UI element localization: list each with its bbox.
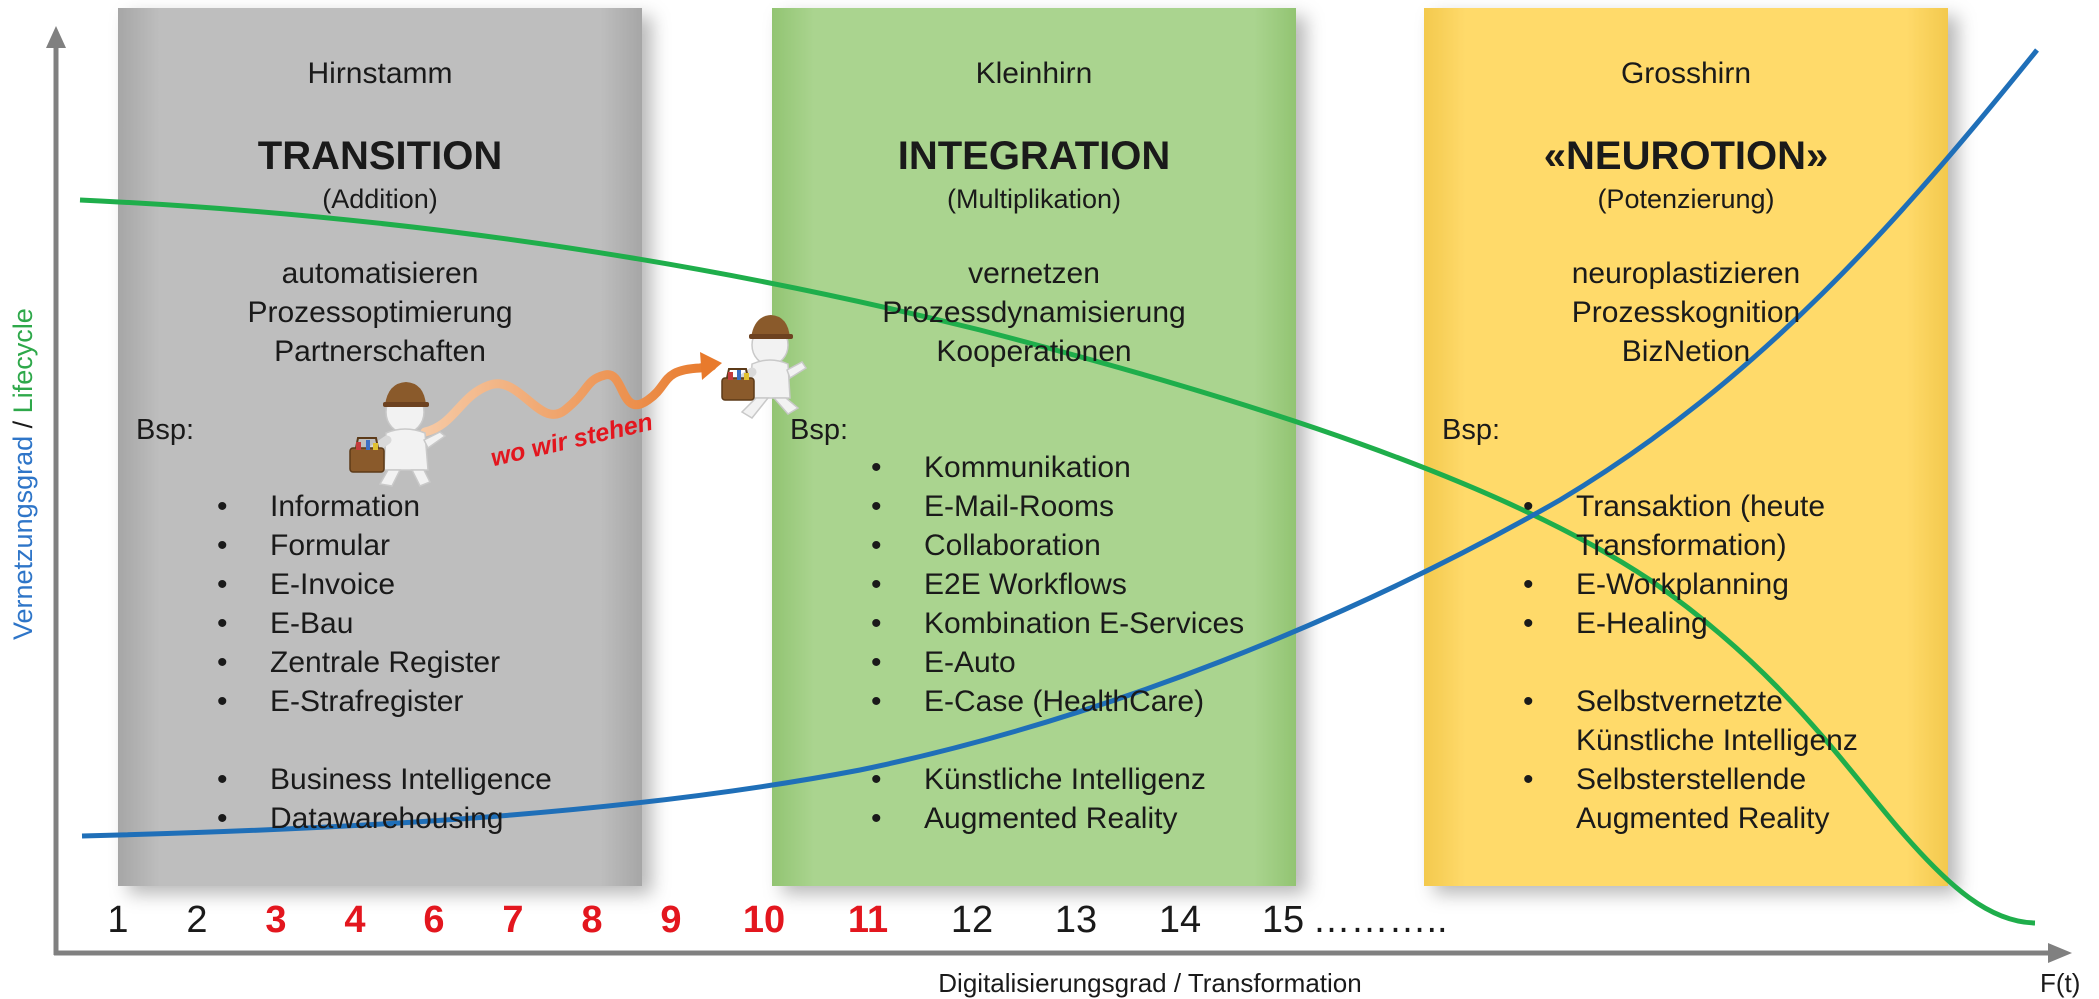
bsp-label: Bsp: (790, 414, 849, 446)
panel-verbs: vernetzen Prozessdynamisierung Kooperati… (772, 254, 1296, 371)
stage-number: 6 (423, 899, 445, 941)
list-item: Formular (217, 526, 552, 565)
list-item: Kommunikation (871, 448, 1244, 487)
list-item: E-Strafregister (217, 682, 552, 721)
verb-item: neuroplastizieren (1571, 257, 1801, 290)
list-item: Selbsterstellende (1523, 760, 1858, 799)
list-item-continuation: Transformation) (1576, 529, 1787, 562)
panel-subtitle: (Multiplikation) (946, 184, 1122, 214)
progress-arrow (420, 352, 722, 437)
list-item: Collaboration (871, 526, 1244, 565)
y-axis-label-separator: / (8, 413, 38, 436)
panel-verbs: automatisieren Prozessoptimierung Partne… (118, 254, 642, 371)
panel-neurotion-bg (1424, 8, 1948, 886)
panel-brain-label: Grosshirn (1620, 57, 1752, 90)
panel-verbs: neuroplastizieren Prozesskognition BizNe… (1424, 254, 1948, 371)
panel-title: «NEUROTION» (1543, 134, 1829, 178)
list-item: E2E Workflows (871, 565, 1244, 604)
stage-number: 4 (344, 899, 366, 941)
bsp-label: Bsp: (136, 414, 195, 446)
stage-number: 11 (847, 899, 889, 941)
list-item: E-Case (HealthCare) (871, 682, 1244, 721)
stage-number: 12 (950, 899, 994, 941)
list-spacer (1523, 643, 1858, 682)
list-item-continuation: Augmented Reality (1576, 802, 1830, 835)
list-spacer (217, 721, 552, 760)
stage-number: 15 (1261, 899, 1305, 941)
verb-item: Prozessoptimierung (247, 296, 513, 329)
panel-subtitle: (Potenzierung) (1597, 184, 1775, 214)
list-item-continuation: Künstliche Intelligenz (1576, 724, 1858, 757)
panel-brain-label: Hirnstamm (307, 57, 453, 90)
y-axis (46, 26, 66, 955)
stage-number: 14 (1158, 899, 1202, 941)
stage-number: 9 (660, 899, 682, 941)
walking-worker-figure-icon (721, 315, 808, 419)
verb-item: Prozesskognition (1571, 296, 1801, 329)
bsp-label: Bsp: (1442, 414, 1501, 446)
example-list: Kommunikation E-Mail-Rooms Collaboration… (871, 448, 1244, 838)
verb-item: Prozessdynamisierung (882, 296, 1186, 329)
verb-item: Kooperationen (936, 335, 1132, 368)
stage-number: 2 (186, 899, 208, 941)
list-item: Business Intelligence (217, 760, 552, 799)
list-spacer (871, 721, 1244, 760)
stage-number: 10 (742, 899, 786, 941)
panel-brain-label: Kleinhirn (975, 57, 1093, 90)
verb-item: BizNetion (1621, 335, 1751, 368)
list-item: Kombination E-Services (871, 604, 1244, 643)
verb-item: Partnerschaften (274, 335, 486, 368)
panel-integration-bg (772, 8, 1296, 886)
example-list: Information Formular E-Invoice E-Bau Zen… (217, 487, 552, 838)
list-item: Augmented Reality (871, 799, 1244, 838)
y-axis-label-lifecycle: Lifecycle (8, 308, 38, 414)
x-axis (54, 943, 2072, 963)
list-item: Künstliche Intelligenz (871, 760, 1244, 799)
list-item: Datawarehousing (217, 799, 552, 838)
lifecycle-curve (79, 197, 2036, 926)
verb-item: vernetzen (968, 257, 1100, 290)
panel-subtitle: (Addition) (322, 184, 438, 214)
worker-figure-icon (349, 382, 447, 487)
list-item: Zentrale Register (217, 643, 552, 682)
x-axis-end-label: F(t) (2040, 968, 2081, 998)
stage-number: 1 (107, 899, 129, 941)
stage-number: ……….. (1312, 899, 1448, 941)
list-item: Transaktion (heute (1523, 487, 1858, 526)
list-item: E-Healing (1523, 604, 1858, 643)
panel-title: TRANSITION (257, 134, 503, 178)
stage-number: 8 (581, 899, 603, 941)
example-list: Transaktion (heute Transformation) E-Wor… (1523, 487, 1858, 838)
x-axis-label: Digitalisierungsgrad / Transformation (938, 968, 1362, 998)
list-item: E-Mail-Rooms (871, 487, 1244, 526)
y-axis-label-networking: Vernetzungsgrad (8, 435, 38, 640)
stage-number: 3 (265, 899, 287, 941)
list-item: E-Invoice (217, 565, 552, 604)
verb-item: automatisieren (281, 257, 479, 290)
panel-title: INTEGRATION (897, 134, 1171, 178)
y-axis-label: Vernetzungsgrad / Lifecycle (8, 308, 39, 640)
list-item: Selbstvernetzte (1523, 682, 1858, 721)
stage-numbers: 1 2 3 4 6 7 8 9 10 11 12 13 14 15 ……….. (0, 899, 1460, 949)
list-item: Information (217, 487, 552, 526)
stage-number: 13 (1054, 899, 1098, 941)
list-item: E-Auto (871, 643, 1244, 682)
list-item: E-Bau (217, 604, 552, 643)
stage-number: 7 (502, 899, 524, 941)
list-item: E-Workplanning (1523, 565, 1858, 604)
